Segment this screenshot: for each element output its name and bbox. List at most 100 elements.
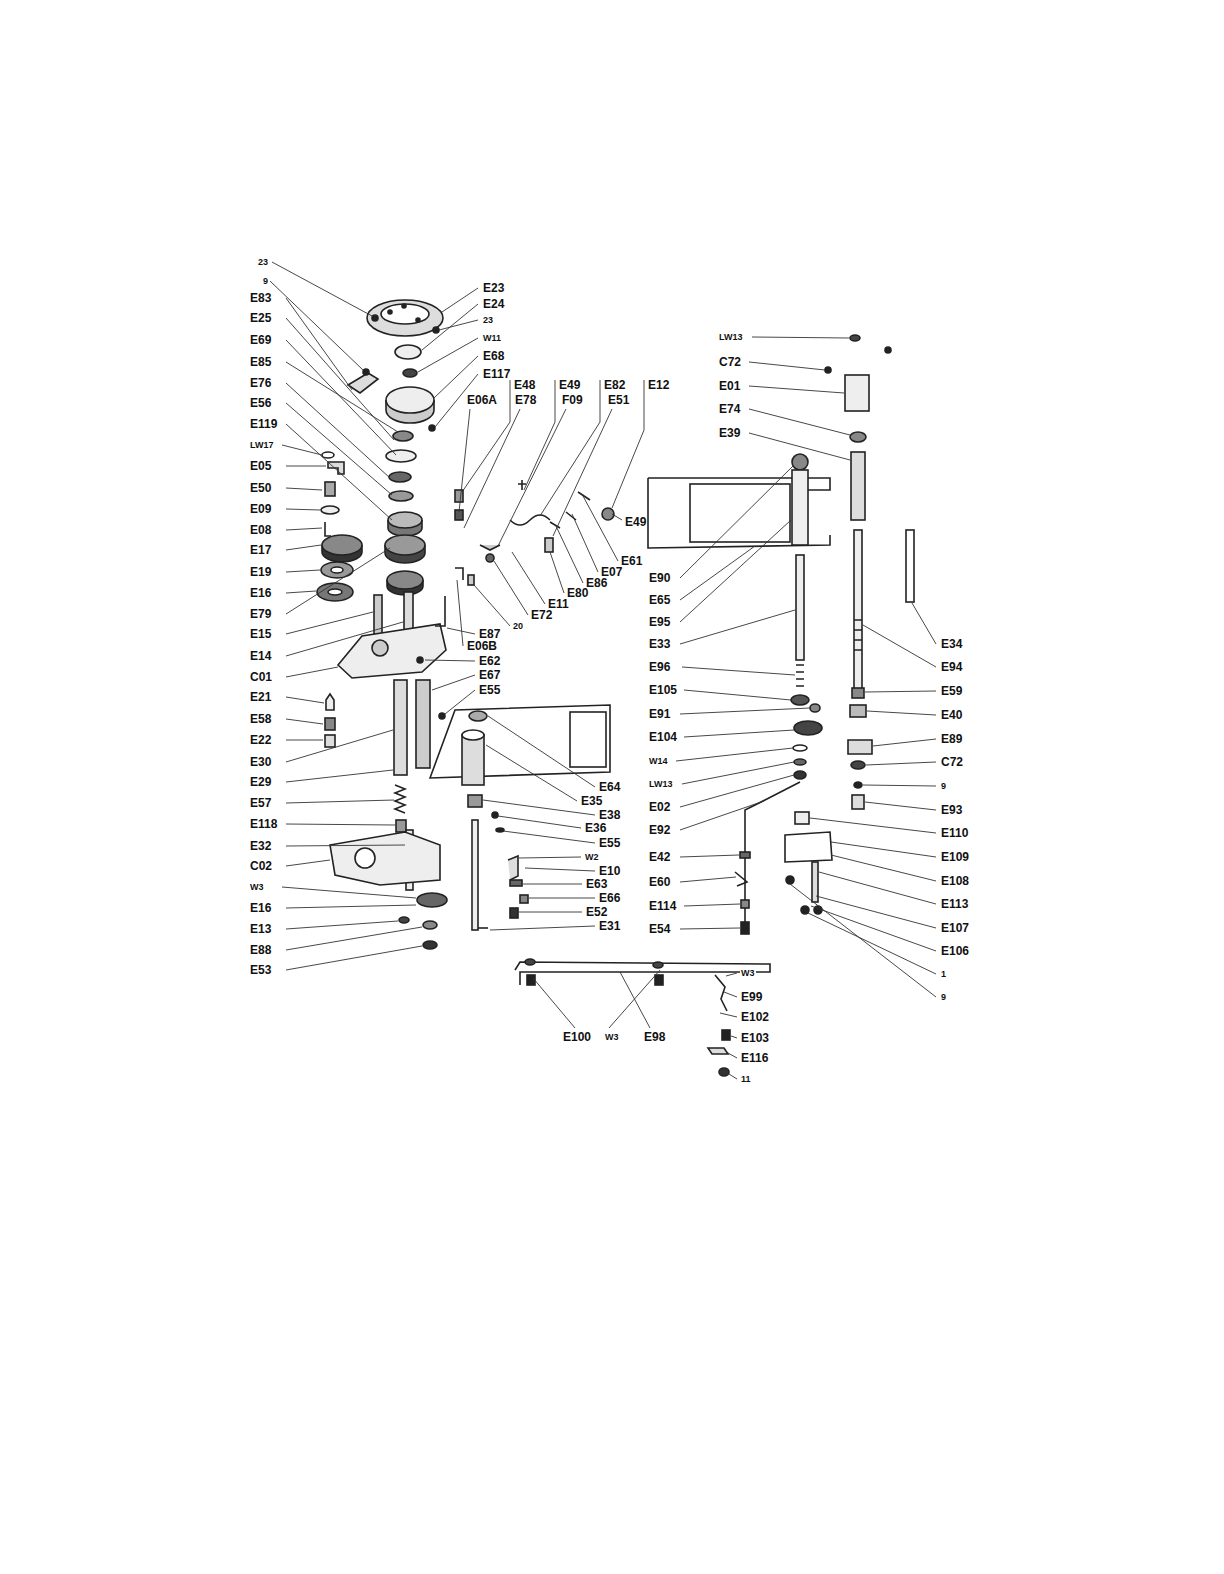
callout-number: E60 [648, 876, 671, 888]
callout-number: 23 [482, 316, 494, 325]
callout-number: E93 [940, 804, 963, 816]
callout-number: E82 [603, 379, 626, 391]
callout-number: E104 [648, 731, 678, 743]
callout-number: LW17 [249, 441, 275, 450]
callout-number: E96 [648, 661, 671, 673]
callout-number: E103 [740, 1032, 770, 1044]
callout-number: E23 [482, 282, 505, 294]
callout-number: E76 [249, 377, 272, 389]
callout-number: E35 [580, 795, 603, 807]
callout-number: E40 [940, 709, 963, 721]
callout-number: E94 [940, 661, 963, 673]
callout-number: LW13 [648, 780, 674, 789]
callout-number: E55 [598, 837, 621, 849]
callout-number: E65 [648, 594, 671, 606]
callout-number: E79 [249, 608, 272, 620]
callout-number: E31 [598, 920, 621, 932]
callout-number: E30 [249, 756, 272, 768]
callout-number: E32 [249, 840, 272, 852]
callout-number: E116 [740, 1052, 769, 1064]
callout-number: E66 [598, 892, 621, 904]
callout-number: E48 [513, 379, 536, 391]
callout-number: E16 [249, 587, 272, 599]
callout-number: E113 [940, 898, 969, 910]
callout-number: E106 [940, 945, 970, 957]
callout-number: E67 [478, 669, 501, 681]
callout-number: W14 [648, 757, 669, 766]
callout-number: E53 [249, 964, 272, 976]
callout-number: E10 [598, 865, 621, 877]
callout-number: E01 [718, 380, 741, 392]
callout-number: 1 [940, 970, 947, 979]
callout-number: E12 [647, 379, 670, 391]
callout-number: W11 [482, 334, 502, 343]
callout-number: E78 [514, 394, 537, 406]
callout-number: E119 [249, 418, 278, 430]
callout-number: E74 [718, 403, 741, 415]
callout-number: E05 [249, 460, 272, 472]
callout-number: E64 [598, 781, 621, 793]
callout-number: E52 [585, 906, 608, 918]
callout-number: E114 [648, 900, 677, 912]
callout-number: C01 [249, 671, 273, 683]
callout-number: E56 [249, 397, 272, 409]
callout-number: 23 [257, 258, 269, 267]
callout-number: W3 [604, 1033, 620, 1042]
callout-number: W3 [740, 969, 756, 978]
callout-number: 9 [940, 782, 947, 791]
callout-number: LW13 [718, 333, 744, 342]
callout-number: E38 [598, 809, 621, 821]
callout-number: E54 [648, 923, 671, 935]
callout-number: E08 [249, 524, 272, 536]
callout-number: W3 [249, 883, 265, 892]
callout-number: E39 [718, 427, 741, 439]
callout-number: E88 [249, 944, 272, 956]
callout-number: E50 [249, 482, 272, 494]
callout-number: E62 [478, 655, 501, 667]
callout-number: E55 [478, 684, 501, 696]
callout-number: E09 [249, 503, 272, 515]
callout-number: E98 [643, 1031, 666, 1043]
callout-number: E02 [648, 801, 671, 813]
callout-number: W2 [584, 853, 600, 862]
callout-number: E14 [249, 650, 272, 662]
callout-number: E105 [648, 684, 678, 696]
callout-number: E16 [249, 902, 272, 914]
callout-number: E13 [249, 923, 272, 935]
callout-number: E06B [466, 640, 498, 652]
callout-number: E99 [740, 991, 763, 1003]
callout-number: E06A [466, 394, 498, 406]
callout-number: E19 [249, 566, 272, 578]
callout-number: E33 [648, 638, 671, 650]
callout-number: E92 [648, 824, 671, 836]
callout-number: E108 [940, 875, 970, 887]
callout-number: E102 [740, 1011, 770, 1023]
callout-number: E42 [648, 851, 671, 863]
callout-number: E109 [940, 851, 970, 863]
callout-number: F09 [561, 394, 584, 406]
callout-number: E22 [249, 734, 272, 746]
callout-number: E68 [482, 350, 505, 362]
callout-number: E57 [249, 797, 272, 809]
callout-number: E58 [249, 713, 272, 725]
callout-number: E25 [249, 312, 272, 324]
callout-number: E117 [482, 368, 511, 380]
callout-number: E21 [249, 691, 272, 703]
callout-number: 20 [512, 622, 524, 631]
callout-number: 9 [940, 993, 947, 1002]
callout-number: E24 [482, 298, 505, 310]
callout-number: E100 [562, 1031, 592, 1043]
callout-number: E87 [478, 628, 501, 640]
callout-number: E107 [940, 922, 970, 934]
callout-number: E118 [249, 818, 278, 830]
callout-number: E72 [530, 609, 553, 621]
callout-number: E34 [940, 638, 963, 650]
callout-number: E91 [648, 708, 671, 720]
callout-number: E59 [940, 685, 963, 697]
callout-number: E49 [624, 516, 647, 528]
callout-number: C02 [249, 860, 273, 872]
callout-number: E69 [249, 334, 272, 346]
callout-number: E63 [585, 878, 608, 890]
callout-number: E95 [648, 616, 671, 628]
